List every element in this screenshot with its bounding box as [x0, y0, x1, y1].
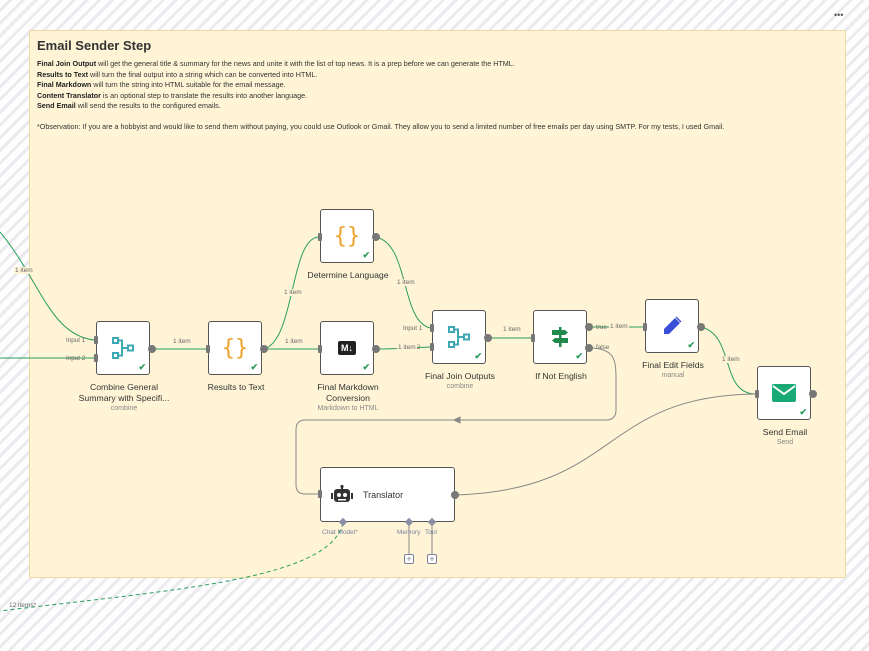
input-port[interactable] [318, 345, 322, 353]
input-port[interactable] [531, 334, 535, 342]
edge-item-count: 1 item [14, 267, 34, 274]
node-label: If Not English [535, 371, 587, 381]
output-port[interactable] [484, 334, 492, 342]
edge-item-count: 1 item [396, 279, 416, 286]
note-line: Final Join Output will get the general t… [37, 59, 515, 68]
node-label: Final Edit Fields [642, 360, 704, 370]
sticky-title: Email Sender Step [37, 38, 152, 53]
node-subtitle: Markdown to HTML [317, 405, 379, 412]
node-determine-language[interactable]: {} ✔ [320, 209, 374, 263]
note-line: Content Translator is an optional step t… [37, 90, 308, 100]
input-port[interactable] [318, 490, 322, 498]
output-port[interactable] [148, 345, 156, 353]
node-subtitle: Send [776, 439, 794, 446]
edge-item-count: 1 item [721, 356, 741, 363]
edge-item-count: 1 item [172, 338, 192, 345]
node-combine-general[interactable]: ✔ [96, 321, 150, 375]
edge-in-1 [0, 231, 95, 341]
input-label: Input 1 [403, 325, 423, 332]
edge-item-count: 12 items* [9, 602, 37, 609]
edge-translator-send [454, 393, 756, 496]
input-port-2[interactable] [94, 354, 98, 362]
edge-item-count: 1 item [284, 338, 304, 345]
branch-label-true: true [596, 324, 607, 331]
node-final-markdown[interactable]: M↓ ✔ [320, 321, 374, 375]
merge-icon [433, 311, 485, 363]
success-check-icon: ✔ [474, 351, 482, 361]
input-port-1[interactable] [94, 336, 98, 344]
chat-model-label: Chat Model* [322, 529, 358, 536]
success-check-icon: ✔ [362, 250, 370, 260]
input-port[interactable] [206, 345, 210, 353]
node-final-edit-fields[interactable]: ✔ [645, 299, 699, 353]
node-final-join[interactable]: ✔ [432, 310, 486, 364]
overflow-menu-icon[interactable]: ••• [834, 10, 844, 20]
envelope-icon [758, 367, 810, 419]
input-label: Input 1 [66, 337, 86, 344]
edge-item-count: 1 item [283, 289, 303, 296]
edge-item-count: 1 item [609, 323, 629, 330]
input-port[interactable] [643, 323, 647, 331]
note-line: Final Markdown will turn the string into… [37, 80, 286, 90]
add-memory-button[interactable]: + [404, 554, 414, 564]
node-translator[interactable]: Translator [320, 467, 455, 522]
braces-icon: {} [333, 223, 361, 249]
output-port[interactable] [372, 233, 380, 241]
node-subtitle: combine [446, 383, 474, 390]
success-check-icon: ✔ [138, 362, 146, 372]
if-signpost-icon [534, 311, 586, 363]
success-check-icon: ✔ [575, 351, 583, 361]
node-results-to-text[interactable]: {} ✔ [208, 321, 262, 375]
output-port[interactable] [260, 345, 268, 353]
node-send-email[interactable]: ✔ [757, 366, 811, 420]
node-label: Results to Text [207, 382, 265, 392]
edge-chat-model [0, 522, 344, 612]
braces-icon: {} [221, 335, 249, 361]
edge-if-false-translator [295, 347, 617, 495]
output-port[interactable] [697, 323, 705, 331]
success-check-icon: ✔ [362, 362, 370, 372]
edge-edit-send [700, 326, 756, 395]
edge-arrow [452, 416, 461, 424]
output-port[interactable] [451, 491, 459, 499]
add-tool-button[interactable]: + [427, 554, 437, 564]
tool-label: Tool [425, 529, 437, 536]
success-check-icon: ✔ [250, 362, 258, 372]
input-port-2[interactable] [430, 343, 434, 351]
node-subtitle: combine [110, 405, 138, 412]
node-if-not-english[interactable]: ✔ [533, 310, 587, 364]
node-label: Determine Language [307, 270, 389, 280]
output-port[interactable] [372, 345, 380, 353]
input-label: Input 2 [66, 355, 86, 362]
input-port[interactable] [755, 390, 759, 398]
success-check-icon: ✔ [799, 407, 807, 417]
success-check-icon: ✔ [687, 340, 695, 350]
robot-icon [331, 484, 353, 510]
edge-item-count: 1 item [502, 326, 522, 333]
memory-label: Memory [397, 529, 421, 536]
branch-label-false: false [596, 344, 610, 351]
output-port[interactable] [809, 390, 817, 398]
note-line: Results to Text will turn the final outp… [37, 69, 318, 79]
output-port-true[interactable] [585, 323, 593, 331]
sticky-body: Final Join Output will get the general t… [37, 59, 842, 133]
markdown-icon: M↓ [321, 322, 373, 374]
pencil-icon [646, 300, 698, 352]
note-line: Send Email will send the results to the … [37, 101, 221, 111]
node-subtitle: manual [661, 372, 685, 379]
observation-text: *Observation: If you are a hobbyist and … [37, 121, 725, 131]
input-port[interactable] [318, 233, 322, 241]
edge-item-count: 1 item [397, 344, 417, 351]
node-label: Translator [363, 490, 404, 500]
merge-icon [97, 322, 149, 374]
input-port-1[interactable] [430, 324, 434, 332]
node-label: Final Join Outputs [424, 371, 496, 381]
node-label: Send Email [762, 427, 808, 437]
output-port-false[interactable] [585, 344, 593, 352]
